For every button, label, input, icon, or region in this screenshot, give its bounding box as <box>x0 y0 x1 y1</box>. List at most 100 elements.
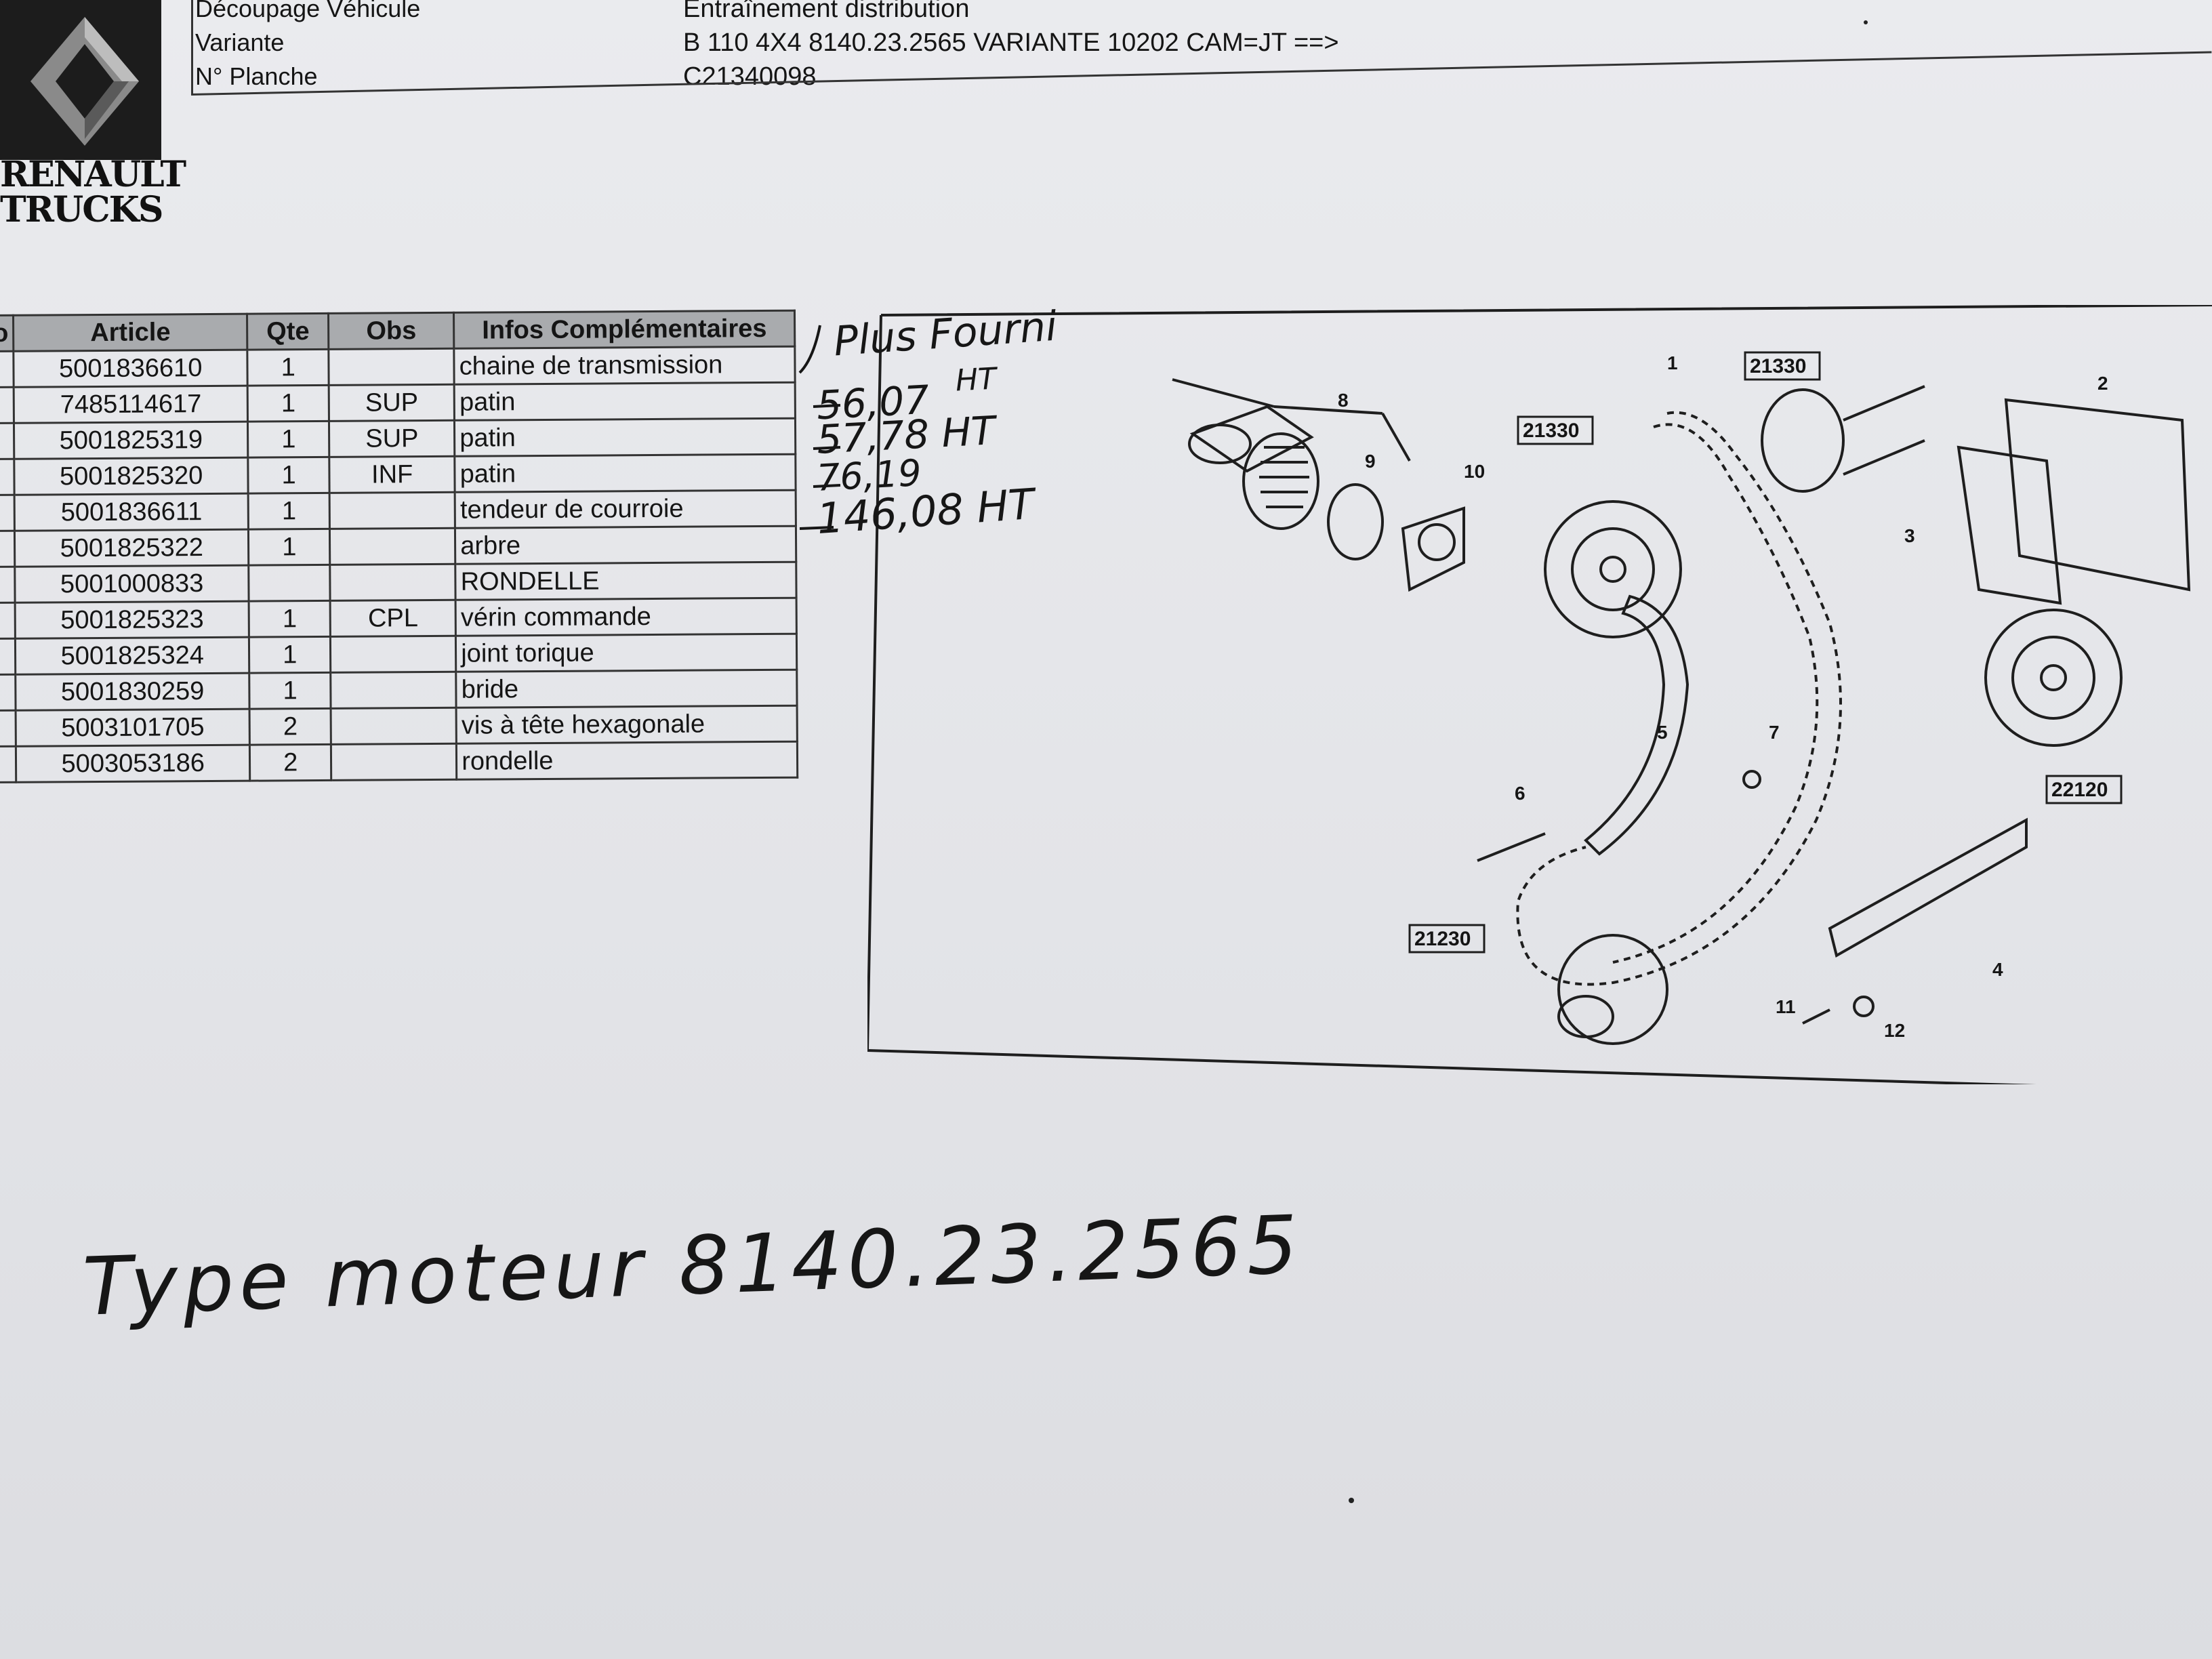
cell-qte <box>248 565 331 602</box>
col-header-obs: Obs <box>328 312 455 350</box>
paper-speck <box>1864 20 1868 24</box>
guide-4 <box>1828 817 2028 958</box>
ref-box-label-21330-top: 21330 <box>1750 355 1806 377</box>
cell-obs: SUP <box>329 384 455 422</box>
header-labels: Découpage Véhicule Variante N° Planche <box>195 0 420 94</box>
callout-bracket-8 <box>1172 378 1411 462</box>
ref-box-21330-left <box>1517 415 1594 445</box>
cell-obs: CPL <box>330 600 456 637</box>
cell-info: arbre <box>455 526 796 565</box>
paper-speck <box>1349 1498 1354 1503</box>
callout-5: 5 <box>1657 722 1668 743</box>
cell-article: 5001825322 <box>14 529 249 567</box>
sprocket-upper <box>1544 500 1682 638</box>
cell-info: vis à tête hexagonale <box>456 705 798 744</box>
cell-info: patin <box>454 382 796 421</box>
cell-info: RONDELLE <box>455 562 797 600</box>
cell-article: 5001836610 <box>14 350 248 388</box>
cell-qte: 1 <box>249 600 331 638</box>
cell-obs <box>330 672 457 709</box>
cell-qte: 1 <box>247 349 329 386</box>
washer-12 <box>1853 996 1875 1017</box>
cell-article: 5001830259 <box>15 673 250 711</box>
col-header-pre: o <box>0 315 14 352</box>
cell-obs <box>329 564 456 601</box>
cell-qte: 1 <box>247 385 329 422</box>
header-label-decoupage: Découpage Véhicule <box>195 0 421 22</box>
nut-7 <box>1742 770 1761 789</box>
logo-wordmark: RENAULT TRUCKS <box>0 157 186 230</box>
rail-3 <box>1957 445 2062 605</box>
bolt-6 <box>1477 832 1546 862</box>
header-label-planche: N° Planche <box>195 62 318 90</box>
ref-box-21330-top <box>1744 351 1821 381</box>
handwritten-ht-1: HT <box>954 361 998 398</box>
cell-article: 5001825324 <box>15 637 249 675</box>
cell-qte: 1 <box>248 529 330 566</box>
callout-9: 9 <box>1365 451 1376 472</box>
ref-box-21230 <box>1408 924 1486 954</box>
o-ring-9 <box>1327 483 1384 560</box>
cell-article: 5003053186 <box>16 745 250 783</box>
ref-box-label-21230: 21230 <box>1414 928 1471 950</box>
col-header-qte: Qte <box>247 313 329 350</box>
handwritten-dashes <box>798 325 841 530</box>
callout-3: 3 <box>1904 525 1915 546</box>
camshaft-hub <box>1761 388 1845 493</box>
tensioner-thread <box>1259 446 1309 508</box>
flange-10 <box>1401 506 1465 592</box>
callout-4: 4 <box>1992 959 2003 980</box>
camshaft-shaft <box>1843 385 1925 476</box>
bolt-11 <box>1802 1008 1830 1025</box>
cell-obs <box>329 492 455 529</box>
cell-obs <box>329 528 455 565</box>
cell-article: 5003101705 <box>16 709 250 747</box>
cell-qte: 1 <box>249 672 331 710</box>
header-values: Entraînement distribution B 110 4X4 8140… <box>683 0 1339 94</box>
ref-box-label-22120: 22120 <box>2051 779 2108 801</box>
header-value-decoupage: Entraînement distribution <box>683 0 970 23</box>
renault-logo <box>0 0 161 160</box>
logo-text-line2: TRUCKS <box>0 189 163 230</box>
cell-info: joint torique <box>455 634 797 672</box>
cell-article: 5001825320 <box>14 457 249 495</box>
callout-11: 11 <box>1776 996 1796 1017</box>
renault-diamond-icon <box>30 17 139 146</box>
header-label-variante: Variante <box>195 28 285 56</box>
ref-box-label-21330-left: 21330 <box>1523 419 1579 442</box>
callout-2: 2 <box>2097 373 2108 394</box>
cell-info: tendeur de courroie <box>455 490 796 529</box>
handwritten-engine-type: Type moteur 8140.23.2565 <box>81 1197 1305 1334</box>
sprocket-right <box>1984 609 2123 747</box>
header-value-variante: B 110 4X4 8140.23.2565 VARIANTE 10202 CA… <box>683 28 1339 57</box>
callout-8: 8 <box>1338 390 1349 411</box>
cell-info: patin <box>454 418 796 457</box>
cell-qte: 1 <box>248 493 330 530</box>
cell-obs <box>330 636 456 673</box>
cell-article: 5001825319 <box>14 422 249 459</box>
callout-6: 6 <box>1515 783 1525 804</box>
cell-obs <box>331 743 457 781</box>
col-header-article: Article <box>13 314 248 352</box>
cell-obs <box>331 708 457 745</box>
cell-info: chaine de transmission <box>454 346 796 385</box>
tensioner-shaft <box>1188 424 1252 464</box>
flange-hole <box>1418 523 1456 561</box>
cell-article: 5001836611 <box>14 493 249 531</box>
cell-qte: 1 <box>249 636 331 674</box>
cell-qte: 2 <box>249 708 331 745</box>
cell-article: 7485114617 <box>14 386 248 424</box>
exploded-parts-diagram: 21330 21330 22120 21230 1 2 3 4 5 6 7 8 … <box>867 305 2212 1084</box>
cell-article: 5001825323 <box>15 601 249 639</box>
cell-qte: 1 <box>248 457 330 494</box>
